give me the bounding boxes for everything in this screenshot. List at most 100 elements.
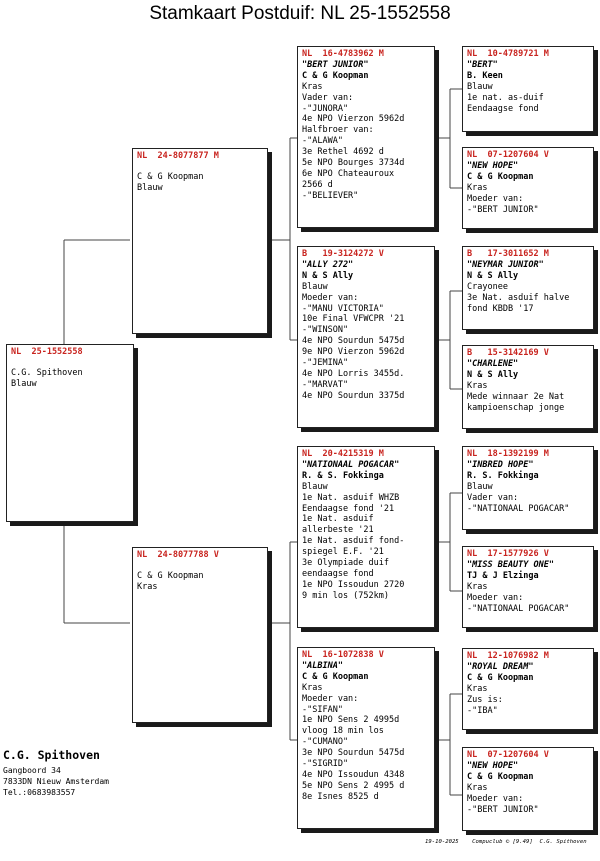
detail-line: 4e NPO Sourdun 5475d (302, 336, 405, 347)
detail-line: Mede winnaar 2e Nat (467, 391, 565, 402)
owner: R. S. Fokkinga (467, 470, 539, 481)
subject-owner: C.G. Spithoven (11, 367, 83, 378)
footer-print-info: 19-10-2025 Compuclub © [9.49] C.G. Spith… (425, 839, 587, 845)
detail-line: -"WINSON" (302, 325, 349, 336)
breeder-street: Gangboord 34 (3, 766, 61, 775)
detail-line: Blauw (302, 481, 328, 492)
detail-line: Crayonee (467, 281, 508, 292)
detail-line: Blauw (302, 281, 328, 292)
subject-pigeon-card: NL 25-1552558 C.G. Spithoven Blauw (6, 344, 134, 522)
mother-father-father-card: NL 18-1392199 M "INBRED HOPE" R. S. Fokk… (462, 446, 594, 530)
mother-mother-card: NL 16-1072838 V "ALBINA" C & G Koopman K… (297, 647, 435, 829)
ring-number: NL 16-4783962 M (302, 49, 384, 59)
detail-line: -"JUNORA" (302, 103, 349, 114)
owner: N & S Ally (467, 369, 519, 380)
detail-line: Halfbroer van: (302, 125, 374, 136)
detail-line: 9e NPO Vierzon 5962d (302, 347, 405, 358)
detail-line: eendaagse fond (302, 568, 374, 579)
detail-line: Kras (467, 581, 488, 592)
pigeon-name: "BERT" (467, 59, 498, 70)
detail-line: Blauw (467, 81, 493, 92)
detail-line: spiegel E.F. '21 (302, 547, 384, 558)
pigeon-name: "ALLY 272" (302, 259, 354, 270)
breeder-city: 7833DN Nieuw Amsterdam (3, 777, 109, 786)
owner: C & G Koopman (302, 671, 369, 682)
detail-line: -"CUMANO" (302, 737, 349, 748)
breeder-name: C.G. Spithoven (3, 748, 100, 762)
father-father-card: NL 16-4783962 M "BERT JUNIOR" C & G Koop… (297, 46, 435, 228)
detail-line: -"ALAWA" (302, 136, 343, 147)
detail-line: 3e Nat. asduif halve (467, 292, 570, 303)
father-father-father-card: NL 10-4789721 M "BERT" B. Keen Blauw 1e … (462, 46, 594, 132)
ring-number: NL 16-1072838 V (302, 650, 384, 660)
detail-line: Moeder van: (467, 793, 524, 804)
detail-line: 4e NPO Lorris 3455d. (302, 368, 405, 379)
pigeon-name: "BERT JUNIOR" (302, 59, 369, 70)
owner: C & G Koopman (302, 70, 369, 81)
ring-number: NL 17-1577926 V (467, 549, 549, 559)
detail-line: Moeder van: (467, 592, 524, 603)
mother-ring-number: NL 24-8077788 V (137, 550, 219, 560)
detail-line: Zus is: (467, 694, 503, 705)
detail-line: 3e Olympiade duif (302, 558, 389, 569)
father-card: NL 24-8077877 M C & G Koopman Blauw (132, 148, 268, 334)
detail-line: Kras (467, 782, 488, 793)
detail-line: Kras (467, 380, 488, 391)
breeder-phone: Tel.:0683983557 (3, 788, 76, 797)
ring-number: NL 07-1207604 V (467, 750, 549, 760)
page-title: Stamkaart Postduif: NL 25-1552558 (149, 3, 451, 24)
pigeon-name: "NEW HOPE" (467, 160, 519, 171)
subject-ring-number: NL 25-1552558 (11, 347, 83, 357)
detail-line: 5e NPO Bourges 3734d (302, 158, 405, 169)
pigeon-name: "INBRED HOPE" (467, 459, 534, 470)
detail-line: Moeder van: (302, 292, 359, 303)
ring-number: B 15-3142169 V (467, 348, 549, 358)
detail-line: 6e NPO Chateauroux (302, 168, 395, 179)
detail-line: -"MANU VICTORIA" (302, 303, 384, 314)
owner: R. & S. Fokkinga (302, 470, 384, 481)
owner: N & S Ally (467, 270, 519, 281)
father-ring-number: NL 24-8077877 M (137, 151, 219, 161)
ring-number: B 19-3124272 V (302, 249, 384, 259)
detail-line: 10e Final VFWCPR '21 (302, 314, 405, 325)
detail-line: -"BELIEVER" (302, 190, 359, 201)
detail-line: -"NATIONAAL POGACAR" (467, 503, 570, 514)
detail-line: -"SIGRID" (302, 759, 349, 770)
detail-line: -"IBA" (467, 705, 498, 716)
detail-line: allerbeste '21 (302, 525, 374, 536)
mother-card: NL 24-8077788 V C & G Koopman Kras (132, 547, 268, 723)
detail-line: -"MARVAT" (302, 379, 349, 390)
detail-line: -"NATIONAAL POGACAR" (467, 603, 570, 614)
detail-line: Moeder van: (302, 693, 359, 704)
detail-line: Kras (302, 682, 323, 693)
detail-line: Vader van: (302, 92, 354, 103)
pigeon-name: "ROYAL DREAM" (467, 661, 534, 672)
father-mother-father-card: B 17-3011652 M "NEYMAR JUNIOR" N & S All… (462, 246, 594, 330)
detail-line: Moeder van: (467, 193, 524, 204)
ring-number: NL 10-4789721 M (467, 49, 549, 59)
detail-line: 5e NPO Sens 2 4995 d (302, 780, 405, 791)
mother-father-card: NL 20-4215319 M "NATIONAAL POGACAR" R. &… (297, 446, 435, 628)
owner: C & G Koopman (467, 171, 534, 182)
detail-line: 4e NPO Issoudun 4348 (302, 769, 405, 780)
detail-line: 1e Nat. asduif WHZB (302, 492, 400, 503)
mother-color: Kras (137, 581, 158, 592)
detail-line: Kras (467, 683, 488, 694)
detail-line: -"SIFAN" (302, 704, 343, 715)
detail-line: kampioenschap jonge (467, 402, 565, 413)
mother-father-mother-card: NL 17-1577926 V "MISS BEAUTY ONE" TJ & J… (462, 546, 594, 628)
ring-number: B 17-3011652 M (467, 249, 549, 259)
detail-line: 1e Nat. asduif fond- (302, 536, 405, 547)
subject-color: Blauw (11, 378, 37, 389)
owner: N & S Ally (302, 270, 354, 281)
detail-line: 1e NPO Issoudun 2720 (302, 579, 405, 590)
detail-line: 1e NPO Sens 2 4995d (302, 715, 400, 726)
detail-line: 2566 d (302, 179, 333, 190)
ring-number: NL 07-1207604 V (467, 150, 549, 160)
ring-number: NL 12-1076982 M (467, 651, 549, 661)
father-father-mother-card: NL 07-1207604 V "NEW HOPE" C & G Koopman… (462, 147, 594, 229)
detail-line: Eendaagse fond '21 (302, 503, 395, 514)
owner: TJ & J Elzinga (467, 570, 539, 581)
detail-line: Kras (302, 81, 323, 92)
